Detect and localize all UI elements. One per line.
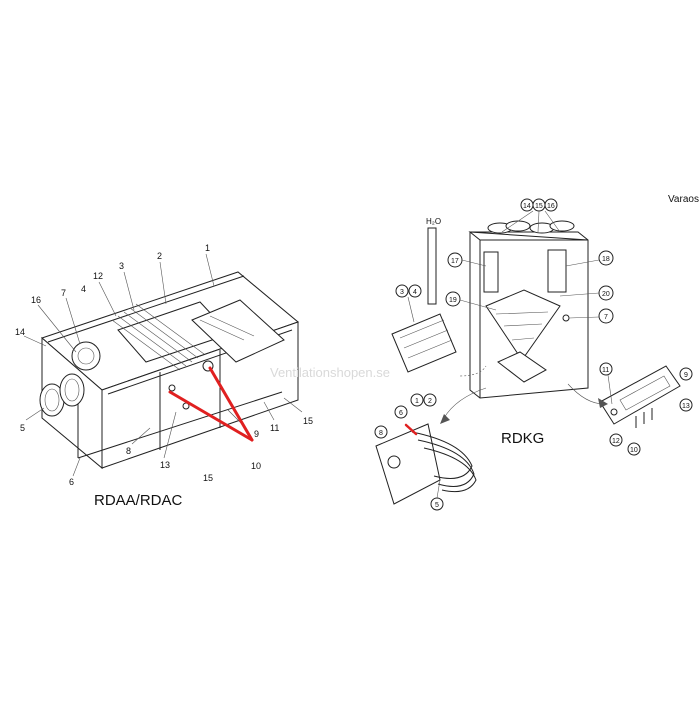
callout-rdkg-16: 16	[547, 203, 555, 210]
screw-13	[168, 384, 176, 392]
callout-rdkg-14: 14	[523, 203, 531, 210]
callout-rdkg-1: 1	[415, 398, 419, 405]
callout-rdkg-11: 11	[602, 367, 609, 374]
rdkg-caption: RDKG	[501, 430, 544, 447]
callout-rdaa-2: 2	[157, 251, 162, 261]
callout-rdkg-10: 10	[630, 447, 638, 454]
callout-rdkg-3: 3	[400, 289, 404, 296]
rdaa-caption: RDAA/RDAC	[94, 492, 183, 509]
callout-rdaa-3: 3	[119, 261, 124, 271]
callout-rdaa-8: 8	[126, 446, 131, 456]
spigot-4	[549, 220, 575, 232]
callout-rdaa-14: 14	[15, 327, 25, 337]
callout-rdkg-12: 12	[612, 438, 620, 445]
callout-rdkg-2: 2	[428, 398, 432, 405]
callout-rdkg-8: 8	[379, 430, 383, 437]
fan-17	[483, 251, 499, 293]
header-fragment: Varaos	[668, 194, 699, 205]
callout-rdkg-9: 9	[684, 372, 688, 379]
sensor-7	[562, 314, 570, 322]
callout-rdaa-11: 11	[270, 423, 279, 433]
callout-rdaa-9: 9	[254, 429, 259, 439]
callout-rdaa-1: 1	[205, 243, 210, 253]
callout-rdkg-15: 15	[535, 203, 543, 210]
control-box-9	[599, 365, 681, 425]
duct-5b	[59, 373, 85, 407]
rdkg-unit-drawing	[375, 220, 681, 505]
arrow-filter	[459, 365, 487, 377]
heater-terminal-8	[387, 455, 401, 469]
water-label: H₂O	[426, 217, 441, 226]
callout-rdaa-15b: 15	[203, 473, 213, 483]
callout-rdkg-7: 7	[604, 314, 608, 321]
callout-rdaa-10: 10	[251, 461, 261, 471]
heater-element-5	[411, 431, 477, 493]
callout-rdkg-13: 13	[682, 403, 690, 410]
rdaa-unit-drawing	[23, 253, 303, 477]
fan-18	[547, 249, 567, 293]
drain-pipe	[427, 227, 437, 305]
callout-rdaa-16: 16	[31, 295, 41, 305]
callout-rdkg-17: 17	[451, 258, 459, 265]
highlight-heater-6	[404, 423, 418, 436]
arrow-to-heater	[443, 387, 487, 419]
fan-16	[71, 341, 101, 371]
heat-exchanger-12	[111, 303, 205, 371]
callout-rdaa-6: 6	[69, 477, 74, 487]
callout-rdkg-6: 6	[399, 410, 403, 417]
bypass-damper	[497, 351, 547, 383]
filter-1	[191, 299, 285, 363]
spigot-2	[505, 220, 531, 232]
rdaa-callouts: 1 2 3 4 5 6 7 8 9 10 11 12 13 14 15 15 1…	[15, 243, 313, 487]
callout-rdkg-20: 20	[602, 291, 610, 298]
callout-rdaa-7: 7	[61, 288, 66, 298]
callout-rdaa-12: 12	[93, 271, 103, 281]
callout-rdkg-5: 5	[435, 502, 439, 509]
callout-rdaa-15a: 15	[303, 416, 313, 426]
filter-3-4	[391, 313, 457, 373]
callout-rdaa-13: 13	[160, 460, 170, 470]
rdkg-callouts: 14 15 16 17 18 20 7 19 3 4 1 2 6 8 5 11 …	[374, 198, 693, 511]
callout-rdkg-19: 19	[449, 297, 457, 304]
callout-rdaa-4: 4	[81, 284, 86, 294]
highlight-line-2	[208, 366, 254, 442]
callout-rdkg-4: 4	[413, 289, 417, 296]
callout-rdkg-18: 18	[602, 256, 610, 263]
watermark: Ventilationshopen.se	[270, 365, 390, 380]
callout-rdaa-5: 5	[20, 423, 25, 433]
highlight-line-1	[168, 390, 254, 442]
